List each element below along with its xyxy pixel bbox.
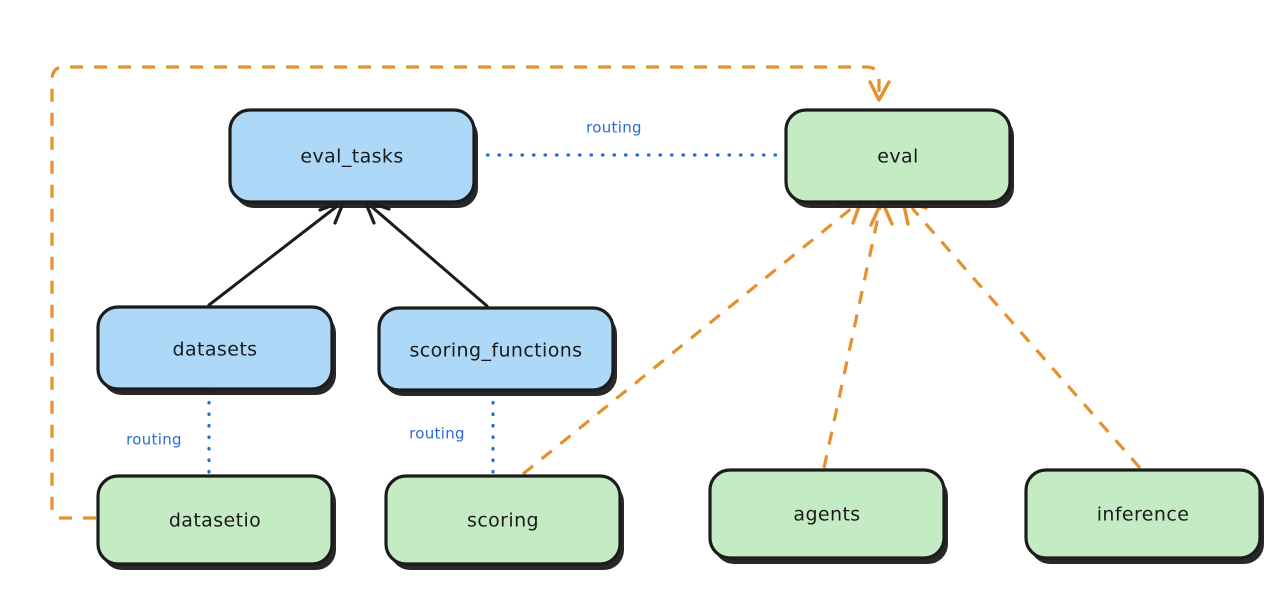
node-scoring-functions-shape[interactable] <box>377 306 615 392</box>
node-scoring-functions[interactable]: scoring_functions <box>377 306 617 396</box>
edge-label-routing-eval-tasks: routing <box>586 119 642 137</box>
edge-agents-eval <box>822 199 894 469</box>
node-inference-label: inference <box>1097 504 1190 526</box>
node-agents-label: agents <box>793 504 860 526</box>
node-eval-tasks-shape[interactable] <box>228 108 476 204</box>
node-datasets-shape[interactable] <box>96 305 334 391</box>
edge-eval-tasks-eval: routing <box>474 119 786 157</box>
edge-datasetio-eval <box>50 65 891 520</box>
node-eval-tasks-label: eval_tasks <box>300 146 403 168</box>
edge-datasets-datasetio: routing <box>126 389 211 476</box>
node-inference[interactable]: inference <box>1024 468 1264 564</box>
node-scoring-functions-label: scoring_functions <box>410 340 583 362</box>
node-scoring-shape[interactable] <box>384 474 622 566</box>
node-datasets[interactable]: datasets <box>96 305 336 395</box>
edge-label-routing-datasets: routing <box>126 431 182 449</box>
edge-scoring-functions-scoring: routing <box>409 389 495 476</box>
node-eval-shape[interactable] <box>784 108 1012 204</box>
node-datasets-label: datasets <box>173 339 258 361</box>
edge-inference-eval <box>901 199 1142 470</box>
node-agents[interactable]: agents <box>708 468 948 564</box>
edge-datasets-eval-tasks <box>207 199 346 307</box>
node-datasetio-label: datasetio <box>169 510 261 532</box>
node-eval-tasks[interactable]: eval_tasks <box>228 108 478 208</box>
node-eval[interactable]: eval <box>784 108 1014 208</box>
edge-scoring-functions-eval-tasks <box>363 199 489 308</box>
node-scoring[interactable]: scoring <box>384 474 624 570</box>
node-datasetio[interactable]: datasetio <box>96 474 336 570</box>
node-scoring-label: scoring <box>467 510 539 532</box>
node-agents-shape[interactable] <box>708 468 946 560</box>
node-inference-shape[interactable] <box>1024 468 1262 560</box>
node-eval-label: eval <box>877 146 918 168</box>
edge-label-routing-scoring-functions: routing <box>409 425 465 443</box>
node-datasetio-shape[interactable] <box>96 474 334 566</box>
